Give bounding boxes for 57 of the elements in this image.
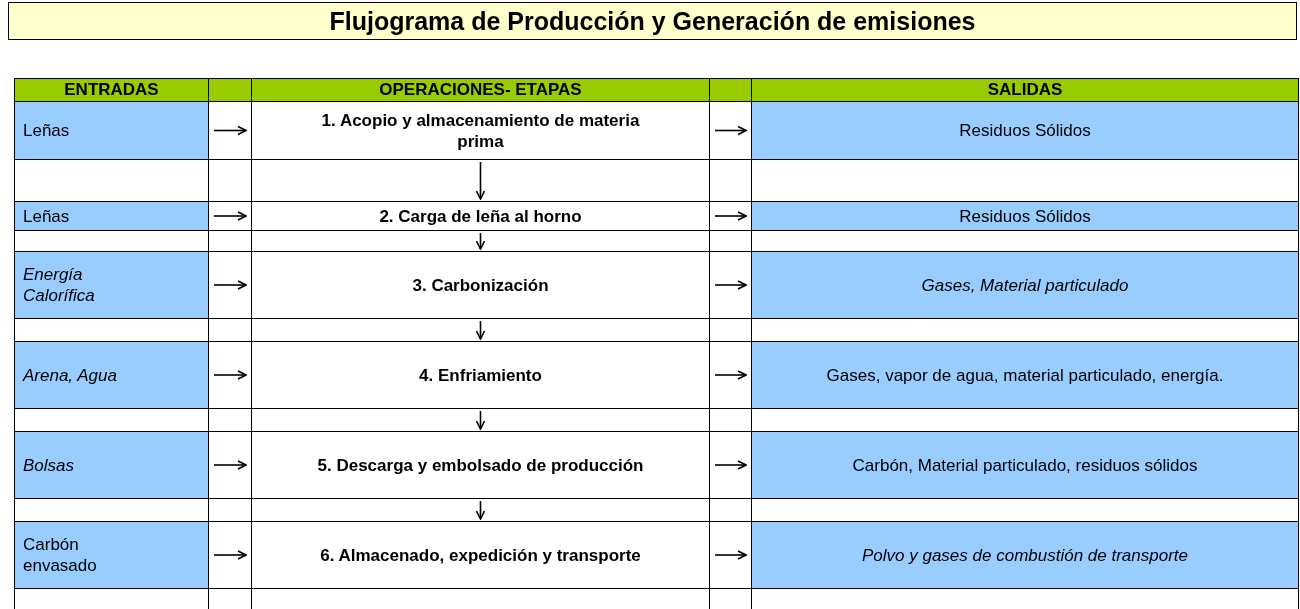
operation-cell (252, 252, 709, 318)
output-label: Gases, Material particulado (921, 274, 1129, 296)
operation-label: 4. Enfriamiento (419, 364, 542, 386)
operation-cell (252, 202, 709, 230)
arrow (213, 280, 247, 290)
arrow (714, 460, 747, 470)
input-cell (15, 522, 208, 588)
title-bar: Flujograma de Producción y Generación de emisiones (8, 2, 1297, 40)
operation-cell (252, 102, 709, 159)
arrow (213, 370, 247, 380)
arrow (475, 500, 486, 520)
operation-label: 3. Carbonización (412, 274, 549, 296)
output-cell (752, 342, 1298, 408)
arrow (714, 550, 747, 560)
input-label: Bolsas (23, 454, 75, 476)
input-label: Leñas (23, 120, 70, 141)
input-label: Leñas (23, 205, 70, 227)
arrow (475, 232, 486, 250)
output-label: Gases, vapor de agua, material particulado, energía. (826, 364, 1224, 386)
arrow (475, 320, 486, 340)
arrow (714, 280, 747, 290)
arrow (714, 370, 747, 380)
input-label: Carbón envasado (23, 534, 98, 576)
input-cell (15, 342, 208, 408)
operation-label: 6. Almacenado, expedición y transporte (320, 544, 641, 566)
output-label: Polvo y gases de combustión de transporte (862, 544, 1188, 566)
arrow (213, 211, 247, 221)
column-header: SALIDAS (752, 79, 1298, 101)
output-label: Carbón, Material particulado, residuos sólidos (852, 454, 1198, 476)
input-cell (15, 202, 208, 230)
input-cell (15, 102, 208, 159)
output-cell (752, 102, 1298, 159)
output-cell (752, 522, 1298, 588)
arrow (714, 125, 747, 136)
arrow (475, 410, 486, 430)
input-cell (15, 432, 208, 498)
operation-cell (252, 342, 709, 408)
output-label: Residuos Sólidos (959, 205, 1091, 227)
operation-label: 5. Descarga y embolsado de producción (317, 454, 644, 476)
operation-cell (252, 522, 709, 588)
arrow (714, 211, 747, 221)
output-cell (752, 252, 1298, 318)
arrow (213, 125, 247, 136)
input-label: Energía Calorífica (23, 264, 96, 306)
operation-label: 1. Acopio y almacenamiento de materia prima (320, 109, 641, 152)
output-label: Residuos Sólidos (959, 120, 1091, 141)
arrow (213, 550, 247, 560)
column-header: OPERACIONES- ETAPAS (252, 79, 709, 101)
input-cell (15, 252, 208, 318)
operation-label: 2. Carga de leña al horno (379, 205, 582, 227)
operation-cell (252, 432, 709, 498)
input-label: Arena, Agua (23, 364, 117, 386)
column-header: ENTRADAS (15, 79, 208, 101)
output-cell (752, 432, 1298, 498)
arrow (475, 161, 486, 200)
output-cell (752, 202, 1298, 230)
arrow (213, 460, 247, 470)
